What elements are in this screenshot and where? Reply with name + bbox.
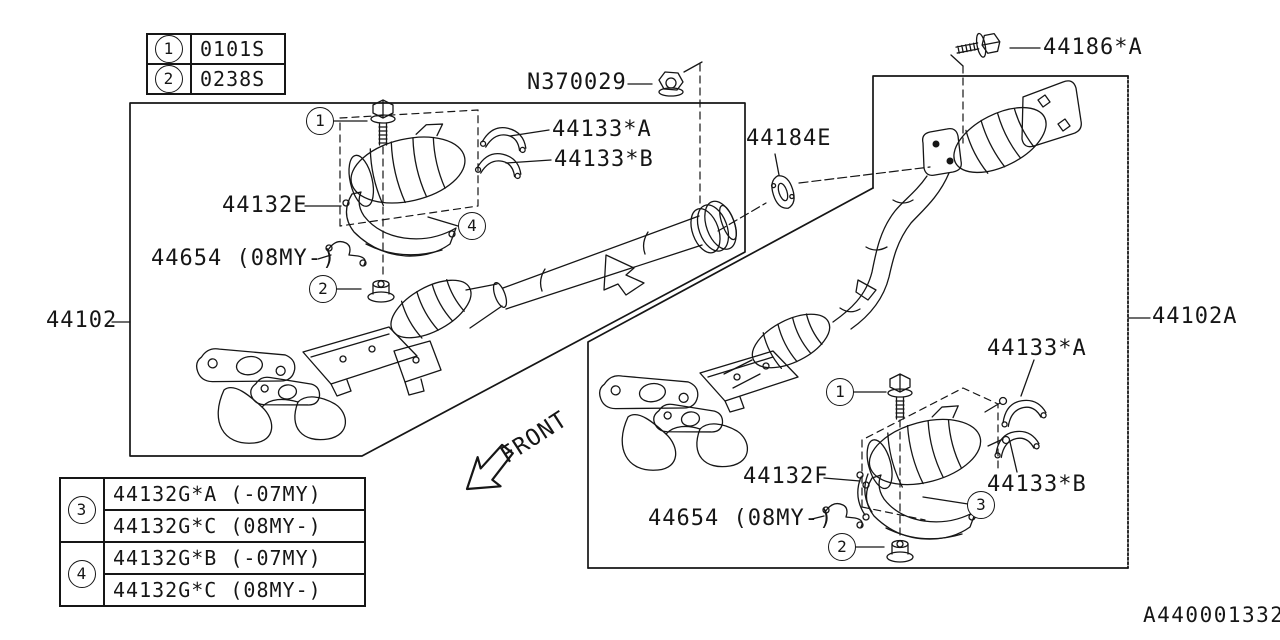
callout-44133a-right: 44133*A (987, 336, 1087, 361)
legend-marker-2: 2 (155, 65, 183, 93)
left-mid-converter (390, 279, 472, 339)
callout-44184e: 44184E (746, 126, 832, 151)
right-outlet-flange (1021, 80, 1082, 148)
right-clamp-a (1001, 399, 1047, 428)
front-arrow (465, 443, 514, 491)
part-code-cell: 0101S (190, 33, 286, 65)
callout-44132e: 44132E (222, 193, 308, 218)
legend-table-top: 1 0101S 2 0238S (146, 33, 286, 95)
part-code-cell: 0238S (190, 63, 286, 95)
marker-2-right: 2 (828, 533, 856, 561)
left-heat-shield (345, 191, 457, 257)
callout-n370029: N370029 (527, 70, 627, 95)
right-manifold-flange (598, 375, 699, 410)
legend-row: 1 0101S (146, 33, 286, 65)
legend-row: 44132G*C (08MY-) (60, 509, 366, 543)
right-detached-converter (866, 405, 982, 490)
legend-marker-4: 4 (68, 560, 96, 588)
callout-44102a: 44102A (1152, 304, 1238, 329)
nut-2-left (367, 279, 395, 303)
part-code-cell: 44132G*C (08MY-) (103, 509, 366, 543)
nut-n370029 (658, 71, 684, 97)
bolt-44186 (955, 32, 1001, 58)
legend-row: 2 0238S (146, 63, 286, 95)
left-detached-converter (348, 123, 466, 207)
part-code-cell: 44132G*B (-07MY) (103, 541, 366, 575)
bolt-1-left (370, 99, 396, 146)
right-front-exhaust-assembly (598, 32, 1082, 563)
legend-row: 4 44132G*B (-07MY) (59, 541, 366, 607)
marker-1-left: 1 (306, 107, 334, 135)
legend-table-bottom: 3 44132G*A (-07MY) 44132G*C (08MY-) 4 44… (59, 477, 366, 607)
dashed-axes (339, 63, 999, 536)
part-code-cell: 44132G*C (08MY-) (103, 573, 366, 607)
left-bracket-44654 (325, 240, 367, 267)
leader-lines (111, 47, 1151, 548)
callout-44132f: 44132F (743, 464, 829, 489)
right-clamp-b (994, 430, 1040, 459)
marker-1-right: 1 (826, 378, 854, 406)
gasket-44184e (770, 175, 795, 209)
drawing-number: A440001332 (1143, 603, 1280, 627)
clamp-44132f (857, 473, 873, 516)
callout-44133a-left: 44133*A (552, 117, 652, 142)
right-front-flange (922, 128, 962, 176)
callout-44133b-left: 44133*B (554, 147, 654, 172)
callout-44654-left: 44654 (08MY-) (151, 246, 337, 271)
detail-boxes (129, 75, 1129, 569)
legend-row: 3 44132G*A (-07MY) (59, 477, 366, 543)
right-rear-converter (953, 106, 1047, 174)
marker-4-left: 4 (458, 212, 486, 240)
left-clamp-b (474, 153, 522, 180)
right-mid-converter (751, 313, 831, 370)
left-front-exhaust-assembly (195, 71, 738, 444)
legend-row: 44132G*C (08MY-) (60, 573, 366, 607)
nut-2-right (886, 539, 914, 563)
callout-44186a: 44186*A (1043, 35, 1143, 60)
legend-marker-3: 3 (68, 496, 96, 524)
callout-44102: 44102 (46, 308, 118, 333)
bolt-1-right (887, 373, 913, 420)
marker-2-left: 2 (309, 275, 337, 303)
marker-3-right: 3 (967, 491, 995, 519)
right-heat-shield (865, 474, 977, 540)
callout-44654-right: 44654 (08MY-) (648, 506, 834, 531)
left-manifold-flange (195, 348, 296, 383)
part-code-cell: 44132G*A (-07MY) (103, 477, 366, 511)
left-rear-flange (690, 200, 738, 254)
left-hanger-bracket (603, 254, 645, 296)
left-clamp-a (479, 127, 527, 154)
right-bracket-44654 (822, 502, 864, 529)
callout-44133b-right: 44133*B (987, 472, 1087, 497)
legend-marker-1: 1 (155, 35, 183, 63)
